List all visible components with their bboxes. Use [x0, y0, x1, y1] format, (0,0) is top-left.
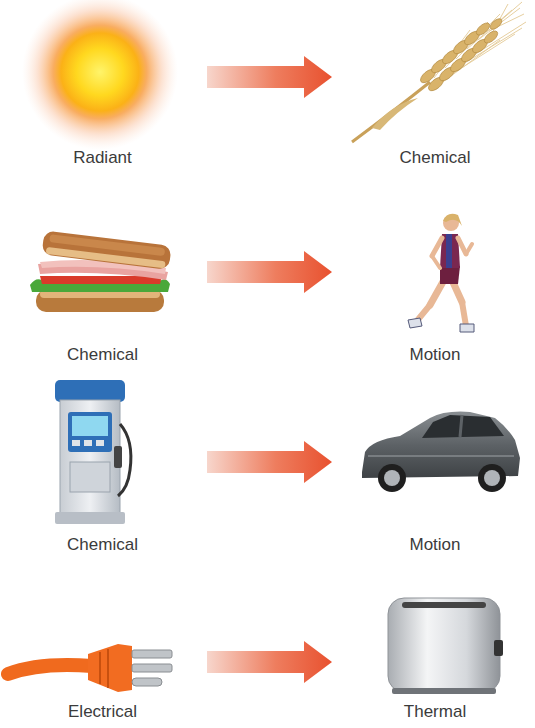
- illustration-node: Chemical: [0, 372, 205, 557]
- car-illustration: [362, 412, 520, 492]
- energy-label: Chemical: [400, 148, 471, 168]
- energy-arrow: [207, 56, 332, 98]
- illustration-node: Radiant: [0, 0, 205, 170]
- energy-arrow: [207, 251, 332, 293]
- energy-label: Thermal: [404, 702, 466, 722]
- illustration-node: Motion: [335, 200, 535, 367]
- energy-label: Chemical: [67, 345, 138, 365]
- plug-illustration: [8, 644, 172, 692]
- toaster-illustration: [388, 598, 503, 694]
- illustration-node: Chemical: [0, 210, 205, 367]
- energy-arrow: [207, 441, 332, 483]
- illustration-node: Chemical: [335, 0, 535, 170]
- gas-pump-illustration: [55, 380, 131, 524]
- energy-label: Radiant: [73, 148, 132, 168]
- runner-illustration: [408, 214, 474, 332]
- illustration-node: Thermal: [335, 580, 535, 724]
- energy-label: Motion: [409, 535, 460, 555]
- sun-illustration: [22, 0, 178, 150]
- energy-label: Motion: [409, 345, 460, 365]
- energy-label: Electrical: [68, 702, 137, 722]
- illustration-node: Motion: [335, 395, 535, 557]
- energy-label: Chemical: [67, 535, 138, 555]
- wheat-illustration: [352, 2, 526, 142]
- energy-arrow: [207, 641, 332, 683]
- sandwich-illustration: [30, 230, 172, 312]
- illustration-node: Electrical: [0, 595, 205, 724]
